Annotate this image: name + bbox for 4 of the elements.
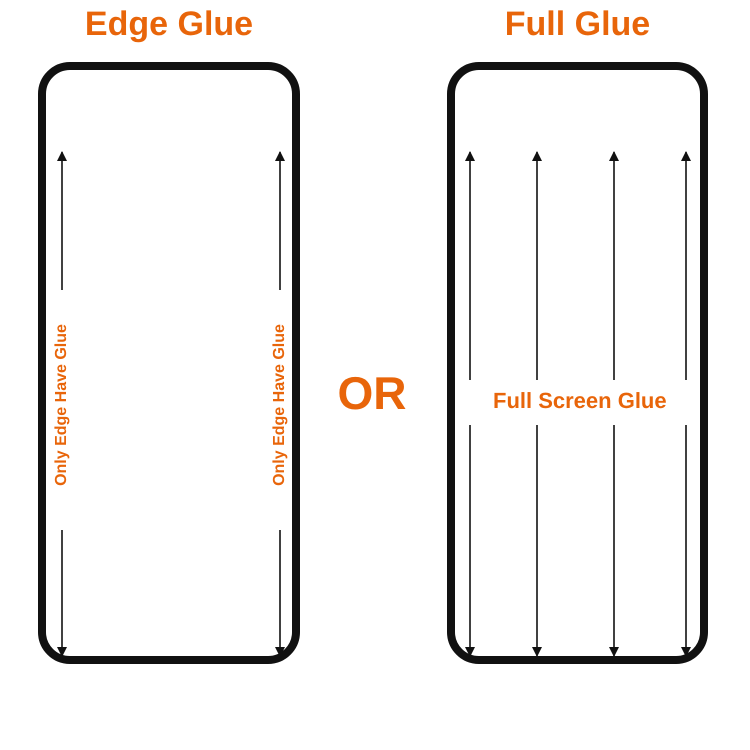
heading: Edge Glue [84, 4, 254, 44]
heading: Full Glue [504, 4, 652, 44]
glue-area-label: Only Edge Have Glue [52, 322, 72, 488]
glue-area-label: Only Edge Have Glue [270, 322, 290, 488]
